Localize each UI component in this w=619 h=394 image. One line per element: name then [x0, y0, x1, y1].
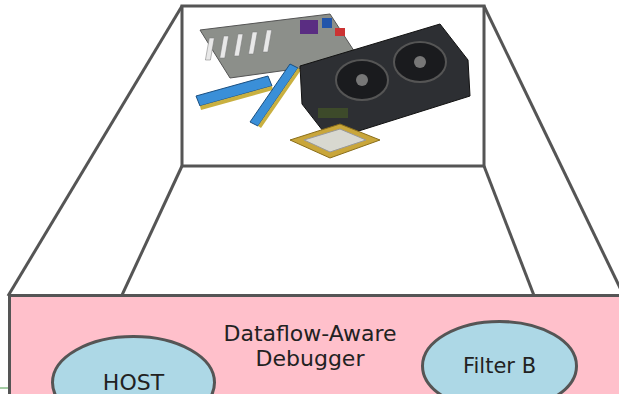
- node-label: Filter B: [463, 354, 536, 378]
- node-label: Dataflow-Aware Debugger: [208, 321, 413, 372]
- ram-sticks: [196, 64, 301, 128]
- cpu-chip: [290, 124, 380, 158]
- node-label: HOST: [103, 370, 164, 394]
- graphics-card: [300, 24, 470, 140]
- filter-ellipse: Filter B: [421, 320, 578, 394]
- host-ellipse: HOST: [51, 335, 216, 394]
- debugger-band: Dataflow-Aware DebuggerHOST Filter B: [8, 294, 619, 394]
- photo-frame: [182, 6, 484, 166]
